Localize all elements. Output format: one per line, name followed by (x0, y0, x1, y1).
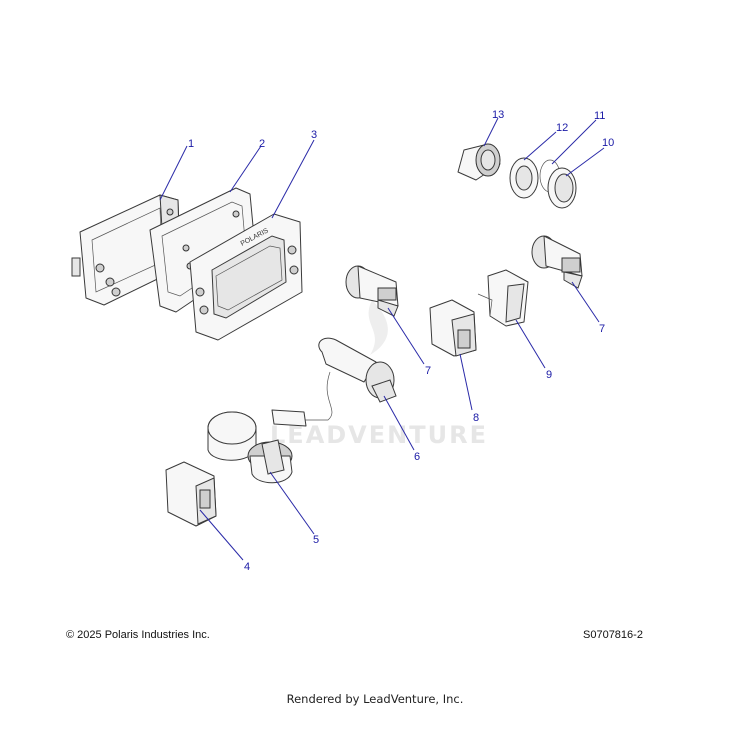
callout-4: 4 (244, 561, 250, 573)
callout-7-right: 7 (599, 323, 605, 335)
part-8-switch-module[interactable] (429, 299, 477, 357)
callout-1: 1 (188, 138, 194, 150)
callout-11: 11 (594, 110, 605, 122)
part-7-usb-socket-right[interactable] (531, 235, 583, 289)
callout-10: 10 (602, 137, 614, 149)
part-13-socket-body[interactable] (457, 143, 501, 181)
part-4-rocker-switch[interactable] (165, 461, 217, 527)
part-12-retaining-nut[interactable] (509, 157, 539, 199)
copyright-notice: © 2025 Polaris Industries Inc. (66, 629, 210, 641)
rendered-by-credit: Rendered by LeadVenture, Inc. (286, 692, 464, 706)
part-10-cap[interactable] (547, 167, 577, 209)
leader-lines (159, 117, 605, 561)
part-3-front-bezel[interactable]: POLARIS (189, 213, 303, 341)
callout-7-left: 7 (425, 365, 431, 377)
callout-12: 12 (556, 122, 568, 134)
part-9-bracket-cover[interactable] (477, 269, 529, 327)
callout-9: 9 (546, 369, 552, 381)
callout-5: 5 (313, 534, 319, 546)
callout-13: 13 (492, 109, 504, 121)
drawing-number: S0707816-2 (583, 629, 643, 641)
callout-3: 3 (311, 129, 317, 141)
callout-8: 8 (473, 412, 479, 424)
callout-2: 2 (259, 138, 265, 150)
part-6-power-outlet-harness[interactable] (271, 337, 397, 427)
part-7-usb-socket-left[interactable] (345, 265, 399, 317)
callout-6: 6 (414, 451, 420, 463)
callouts: 1 2 3 4 5 6 7 8 9 10 11 12 13 7 (188, 109, 614, 573)
part-5-ignition-switch[interactable] (207, 411, 293, 484)
